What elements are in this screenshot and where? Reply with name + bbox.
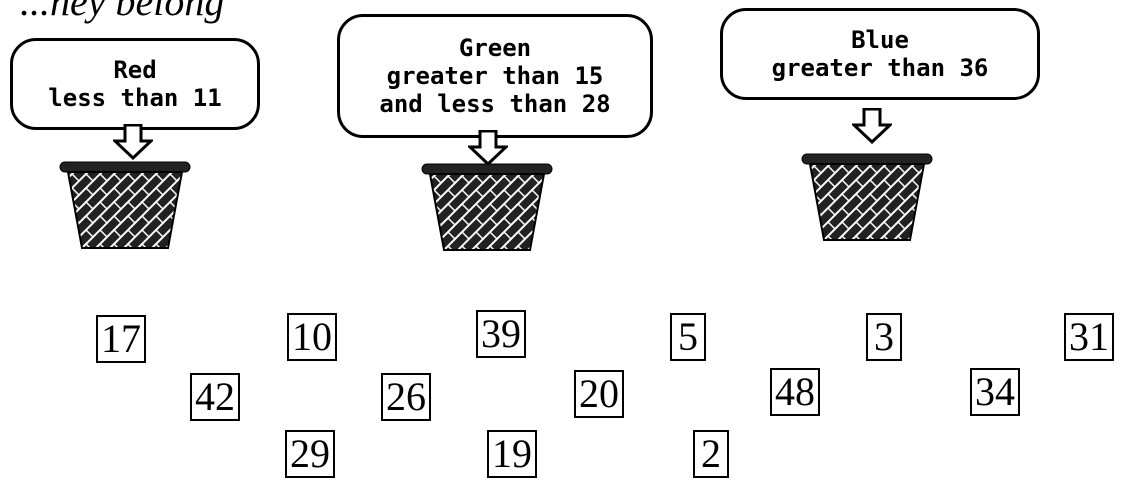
rule-color-label: Green — [340, 34, 650, 62]
number-tile[interactable]: 10 — [287, 313, 337, 361]
basket-green[interactable] — [420, 162, 554, 252]
rule-bubble-red: Red less than 11 — [10, 38, 260, 130]
number-tile[interactable]: 20 — [574, 370, 624, 418]
number-tile[interactable]: 29 — [285, 430, 335, 478]
number-tile[interactable]: 31 — [1064, 313, 1114, 361]
rule-color-label: Blue — [723, 26, 1037, 54]
down-arrow-icon — [468, 130, 508, 166]
rule-color-label: Red — [13, 56, 257, 84]
number-tile[interactable]: 42 — [190, 373, 240, 421]
number-tile[interactable]: 19 — [487, 430, 537, 478]
number-tile[interactable]: 2 — [693, 430, 729, 478]
rule-condition-line: greater than 36 — [723, 54, 1037, 82]
basket-red[interactable] — [58, 160, 192, 250]
number-tile[interactable]: 3 — [866, 313, 902, 361]
number-tile[interactable]: 26 — [381, 373, 431, 421]
rule-bubble-blue: Blue greater than 36 — [720, 8, 1040, 100]
rule-condition-line: greater than 15 — [340, 62, 650, 90]
rule-condition-line: less than 11 — [13, 84, 257, 112]
rule-bubble-green: Green greater than 15 and less than 28 — [337, 14, 653, 138]
cropped-instruction-text: ...ney belong — [20, 0, 224, 25]
number-tile[interactable]: 5 — [670, 313, 706, 361]
number-tile[interactable]: 17 — [96, 315, 146, 363]
down-arrow-icon — [852, 108, 892, 144]
number-tile[interactable]: 34 — [970, 368, 1020, 416]
number-tile[interactable]: 39 — [476, 310, 526, 358]
rule-condition-line: and less than 28 — [340, 90, 650, 118]
down-arrow-icon — [113, 124, 153, 160]
number-tile[interactable]: 48 — [770, 368, 820, 416]
basket-blue[interactable] — [800, 152, 934, 242]
